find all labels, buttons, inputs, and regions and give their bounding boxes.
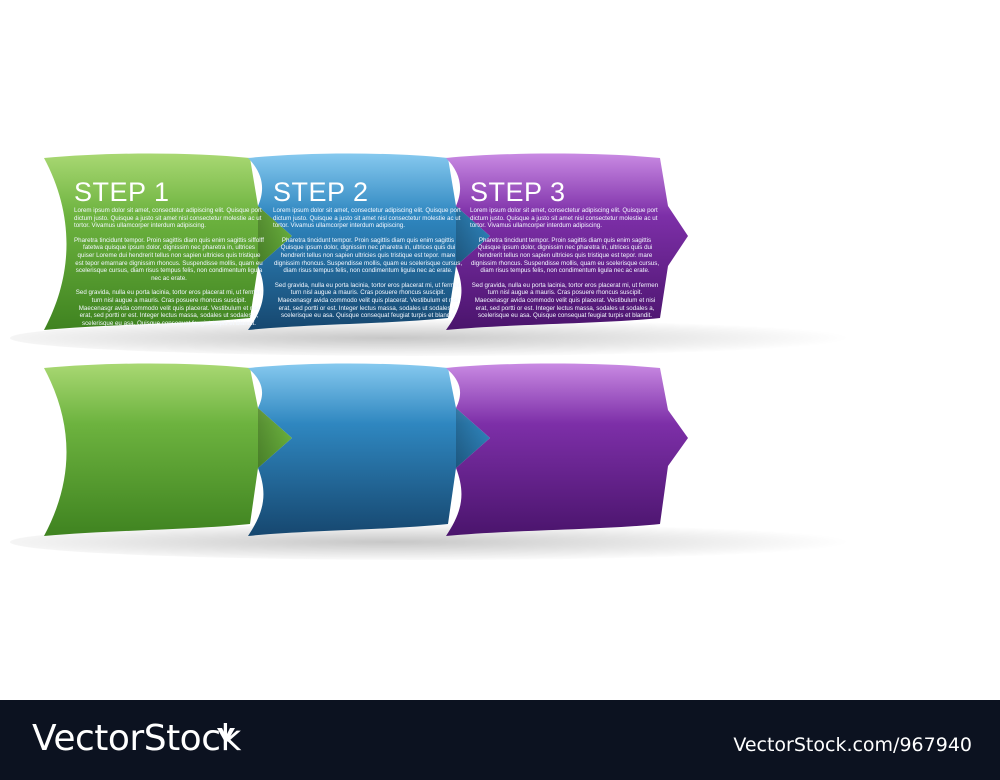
step-3-paragraph-3: Sed gravida, nulla eu porta lacinia, tor…: [471, 281, 659, 320]
step-2-paragraph-1: Lorem ipsum dolor sit amet, consectetur …: [273, 207, 461, 230]
watermark-bar: VectorStock VectorStock.com/967940: [0, 700, 1000, 780]
blank-step-2-shape: [248, 363, 490, 536]
watermark-brand: VectorStock: [32, 718, 241, 759]
step-2-shape: [248, 153, 490, 330]
vectorstock-logo-icon: [217, 728, 235, 744]
step-1-paragraph-2: Pharetra tincidunt tempor. Proin sagitti…: [74, 236, 264, 282]
step-3-text: STEP 3 Lorem ipsum dolor sit amet, conse…: [470, 178, 660, 320]
step-1-shape: [44, 153, 292, 330]
step-3-paragraph-1: Lorem ipsum dolor sit amet, consectetur …: [470, 207, 658, 230]
step-2-text: STEP 2 Lorem ipsum dolor sit amet, conse…: [273, 178, 463, 320]
infographic-canvas: STEP 1 Lorem ipsum dolor sit amet, conse…: [10, 153, 850, 560]
watermark-reference: VectorStock.com/967940: [733, 734, 972, 756]
step-2-paragraph-3: Sed gravida, nulla eu porta lacinia, tor…: [274, 281, 462, 320]
step-1-title: STEP 1: [74, 177, 170, 207]
step-1-paragraph-3: Sed gravida, nulla eu porta lacinia, tor…: [75, 289, 263, 327]
step-3-title: STEP 3: [470, 177, 566, 207]
step-1-paragraph-1: Lorem ipsum dolor sit amet, consectetur …: [74, 207, 262, 230]
floor-shadow-top: [10, 320, 850, 356]
floor-shadow-bottom: [10, 524, 850, 560]
step-3-shape: [446, 153, 688, 330]
blank-step-1-shape: [44, 363, 292, 536]
blank-step-3-shape: [446, 363, 688, 536]
step-3-paragraph-2: Pharetra tincidunt tempor. Proin sagitti…: [470, 236, 660, 275]
step-2-title: STEP 2: [273, 177, 369, 207]
step-arrows-artwork: [10, 153, 850, 560]
step-1-text: STEP 1 Lorem ipsum dolor sit amet, conse…: [74, 178, 264, 327]
step-2-paragraph-2: Pharetra tincidunt tempor. Proin sagitti…: [273, 236, 463, 275]
